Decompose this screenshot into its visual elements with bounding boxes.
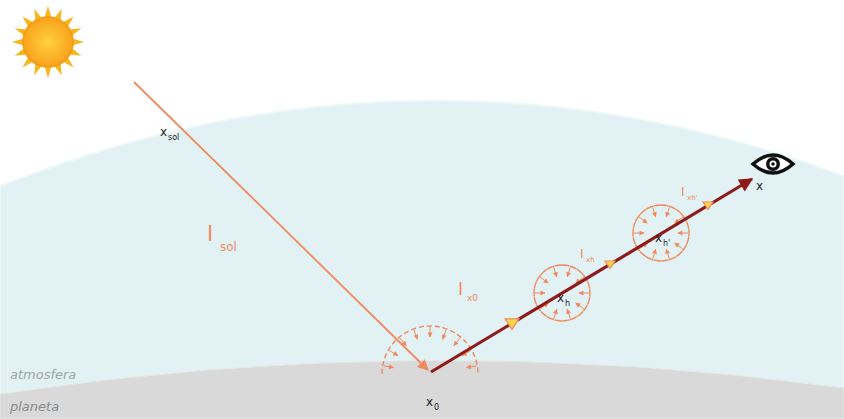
point-label: x	[426, 396, 433, 408]
sun-disc	[23, 17, 73, 67]
intensity-marker	[505, 319, 519, 330]
point-label: x	[160, 126, 167, 138]
atmosphere-band	[0, 100, 844, 419]
intensity-label: I	[458, 281, 463, 298]
subscript: x0	[467, 294, 478, 303]
subscript: sol	[168, 134, 179, 142]
intensity-label: I	[681, 186, 685, 198]
subscript: 0	[434, 404, 439, 412]
eye-icon	[753, 155, 793, 173]
point-label: x	[756, 180, 763, 192]
subscript: h	[565, 300, 570, 308]
sunlight-ray	[134, 82, 428, 370]
view-ray	[431, 179, 752, 372]
intensity-label: I	[580, 248, 584, 260]
planet-surface	[0, 360, 844, 419]
point-label: x	[557, 292, 564, 304]
intensity-marker	[605, 261, 615, 269]
subscript: sol	[220, 241, 237, 253]
intensity-label: I	[207, 224, 213, 245]
scatter-sphere	[633, 205, 689, 261]
subscript: xh'	[687, 195, 698, 202]
region-label: planeta	[10, 400, 59, 413]
subscript: xh	[586, 257, 595, 264]
sun-icon	[12, 6, 84, 78]
intensity-marker	[703, 202, 713, 210]
point-label: x	[655, 232, 662, 244]
subscript: h'	[663, 240, 670, 248]
scatter-sphere	[382, 326, 478, 374]
scatter-sphere	[534, 265, 590, 321]
region-label: atmosfera	[10, 368, 76, 381]
